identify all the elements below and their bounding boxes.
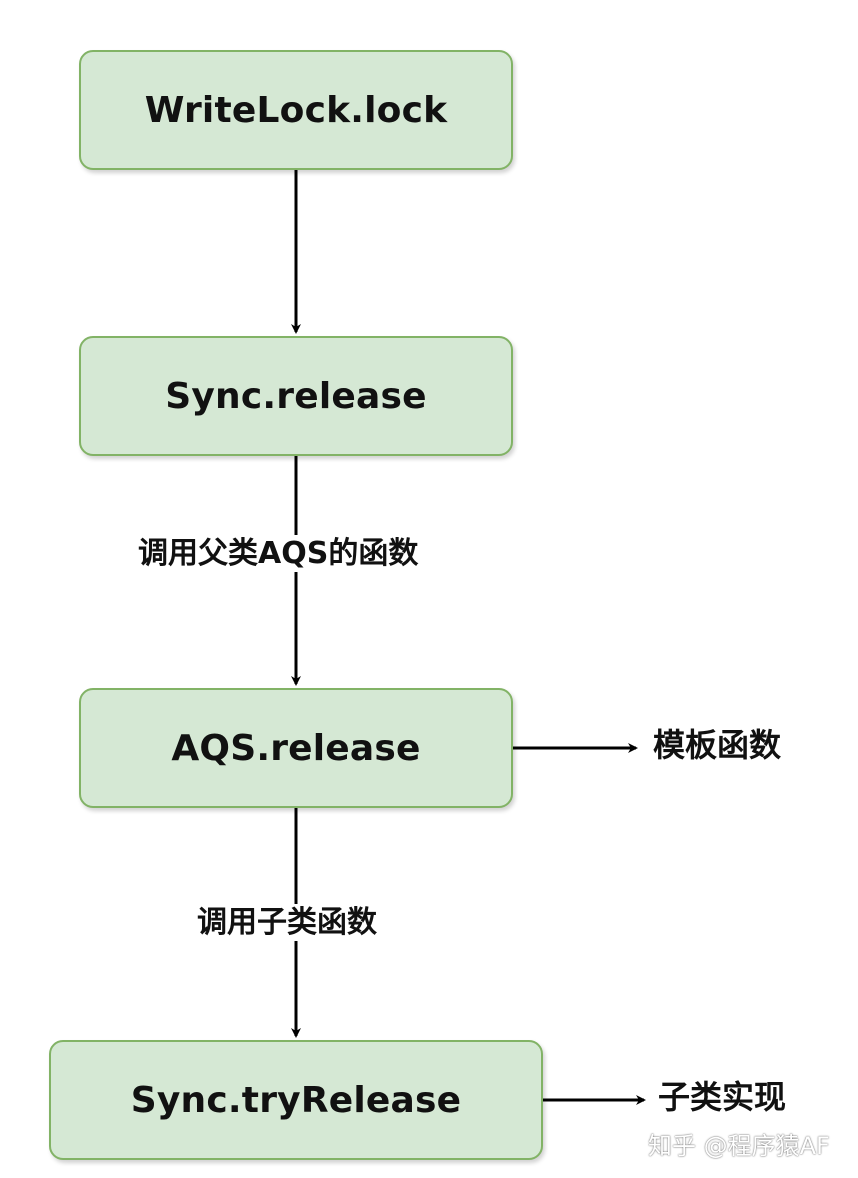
node-label: WriteLock.lock [144,89,448,131]
side-label-subclass-impl: 子类实现 [658,1078,787,1116]
watermark: 知乎 @程序猿AF [648,1132,830,1160]
node-sync-try-release: Sync.tryRelease [49,1040,543,1160]
node-label: AQS.release [171,727,421,769]
edge-label-call-parent: 调用父类AQS的函数 [134,535,423,572]
node-writelock-lock: WriteLock.lock [79,50,513,170]
node-label: Sync.tryRelease [130,1079,462,1121]
node-sync-release: Sync.release [79,336,513,456]
node-label: Sync.release [165,375,427,417]
side-label-template-function: 模板函数 [653,726,782,764]
edge-label-call-child: 调用子类函数 [193,904,381,941]
node-aqs-release: AQS.release [79,688,513,808]
